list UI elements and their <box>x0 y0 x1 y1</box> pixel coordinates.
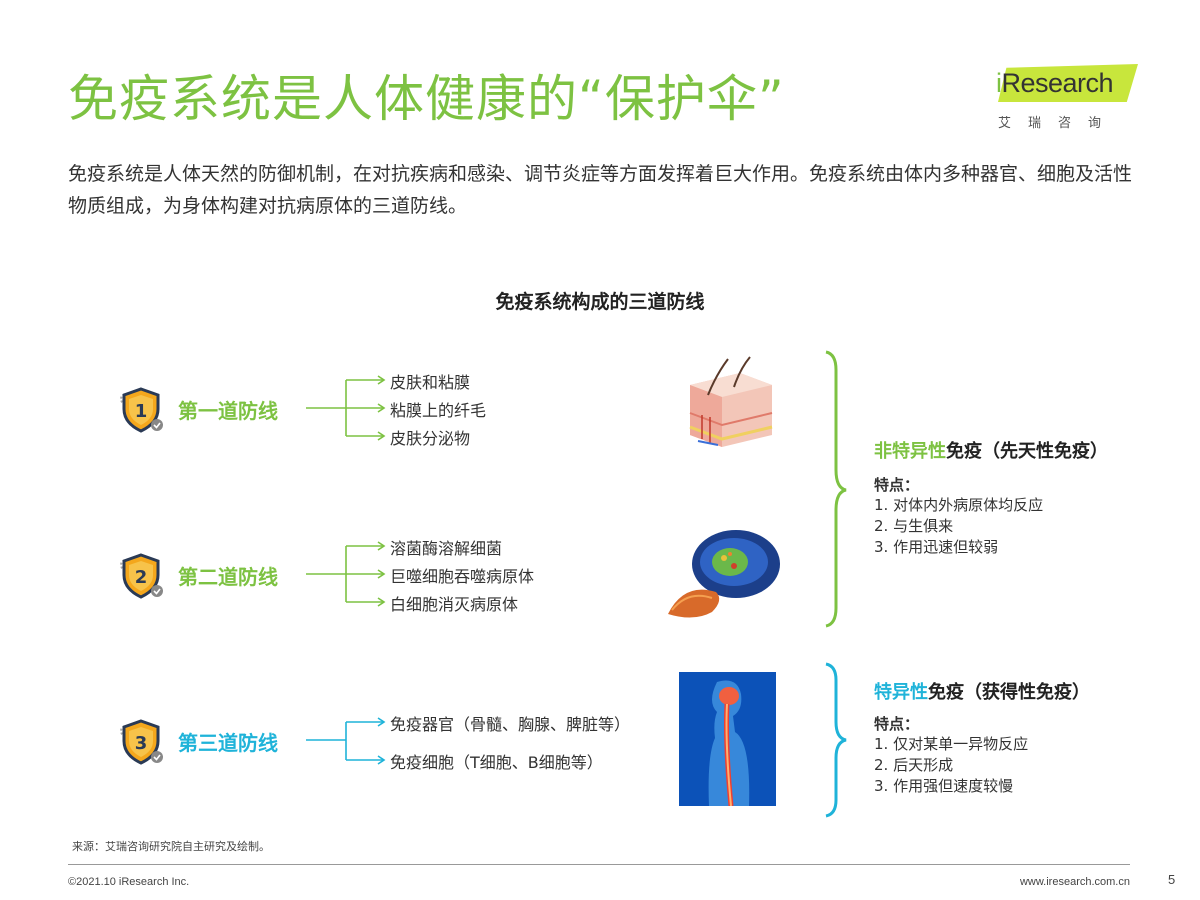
logo-band <box>998 64 1138 102</box>
line-1-item: 粘膜上的纤毛 <box>390 401 487 420</box>
svg-text:3: 3 <box>135 733 148 754</box>
iresearch-logo: iResearch 艾瑞咨询 <box>990 62 1140 134</box>
footer-divider <box>68 864 1130 865</box>
line-2-item: 巨噬细胞吞噬病原体 <box>390 567 535 586</box>
page-number: 5 <box>1168 872 1176 887</box>
brace-nonspecific <box>825 350 847 628</box>
skin-layers-image <box>689 356 773 447</box>
nonspecific-feature: 1. 对体内外病原体均反应 <box>874 496 1044 514</box>
website-link[interactable]: www.iresearch.com.cn <box>1019 876 1130 888</box>
connector-line-1 <box>306 375 386 441</box>
nonspecific-immunity-title: 非特异性免疫（先天性免疫） <box>874 441 1108 462</box>
diagram-title: 免疫系统构成的三道防线 <box>495 291 705 313</box>
specific-feature: 1. 仅对某单一异物反应 <box>874 735 1029 753</box>
line-3-item: 免疫器官（骨髓、胸腺、脾脏等） <box>390 715 631 734</box>
nonspecific-feature: 2. 与生俱来 <box>874 517 954 535</box>
line-1-item: 皮肤分泌物 <box>390 429 471 448</box>
brace-specific <box>825 662 847 818</box>
macrophage-image <box>668 530 780 618</box>
logo-subtitle: 艾瑞咨询 <box>998 116 1119 131</box>
source-note: 来源：艾瑞咨询研究院自主研究及绘制。 <box>72 840 270 853</box>
specific-features-label: 特点： <box>874 715 920 733</box>
nervous-system-image <box>679 672 776 806</box>
line-2-item: 白细胞消灭病原体 <box>390 595 519 614</box>
intro-paragraph: 免疫系统是人体天然的防御机制，在对抗疾病和感染、调节炎症等方面发挥着巨大作用。免… <box>68 163 1133 217</box>
shield-1-icon: 1 <box>120 387 163 433</box>
line-3-item: 免疫细胞（T细胞、B细胞等） <box>390 753 603 772</box>
logo-wordmark: iResearch <box>996 68 1114 98</box>
specific-feature: 3. 作用强但速度较慢 <box>874 777 1014 795</box>
shield-2-icon: 2 <box>120 553 163 599</box>
connector-line-2 <box>306 541 386 607</box>
copyright: ©2021.10 iResearch Inc. <box>68 876 190 888</box>
line-2-label: 第二道防线 <box>178 565 278 589</box>
line-3-label: 第三道防线 <box>178 731 278 755</box>
specific-immunity-title: 特异性免疫（获得性免疫） <box>874 682 1090 703</box>
page-title: 免疫系统是人体健康的“保护伞” <box>68 70 785 128</box>
line-2-item: 溶菌酶溶解细菌 <box>390 539 503 558</box>
svg-text:1: 1 <box>135 401 148 422</box>
specific-feature: 2. 后天形成 <box>874 756 954 774</box>
nonspecific-features-label: 特点： <box>874 476 920 494</box>
svg-text:2: 2 <box>135 567 148 588</box>
connector-line-3 <box>306 717 386 765</box>
shield-3-icon: 3 <box>120 719 163 765</box>
nonspecific-feature: 3. 作用迅速但较弱 <box>874 538 999 556</box>
line-1-item: 皮肤和粘膜 <box>390 373 471 392</box>
line-1-label: 第一道防线 <box>178 399 278 423</box>
